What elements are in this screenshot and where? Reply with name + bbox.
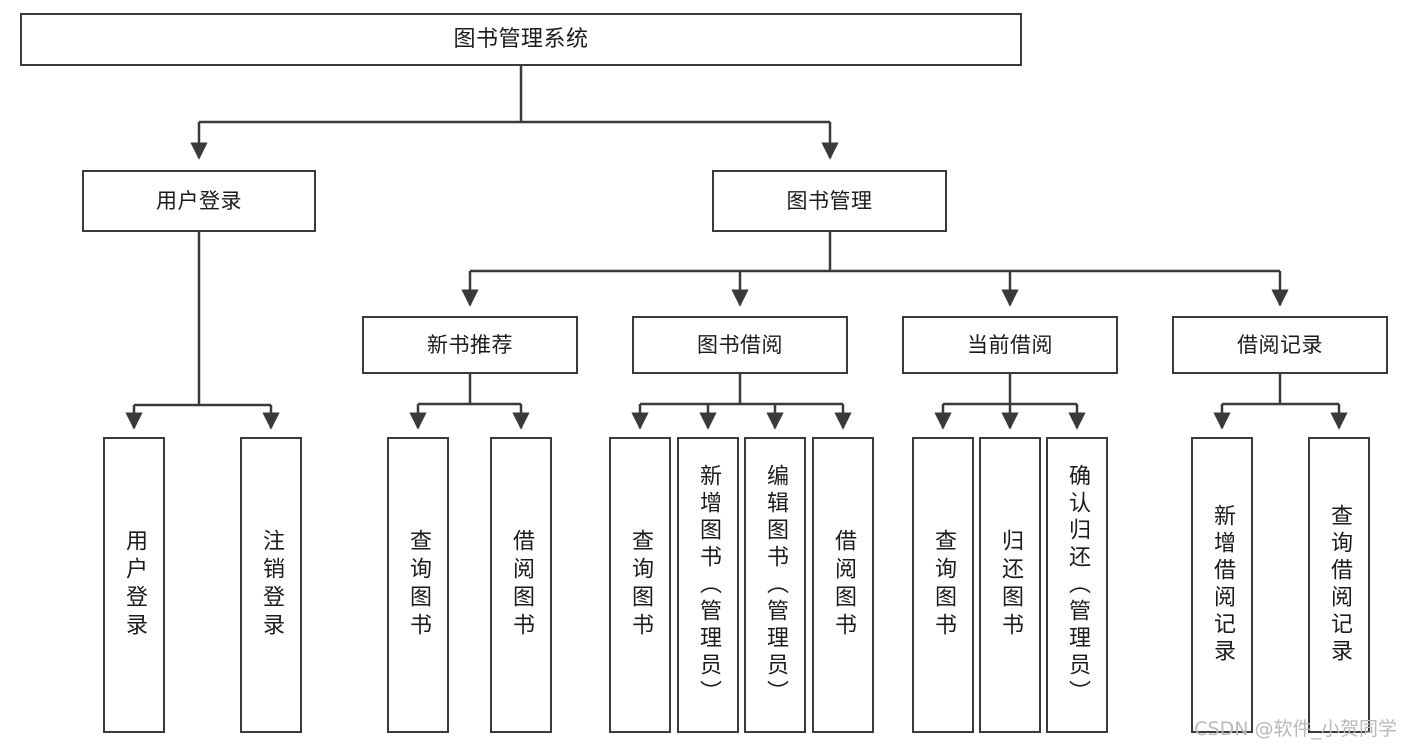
node-leaf-query-book-1[interactable]: 查询图书 bbox=[387, 437, 449, 733]
node-label: 用户登录 bbox=[122, 529, 147, 641]
node-leaf-borrow-book-1[interactable]: 借阅图书 bbox=[490, 437, 552, 733]
node-leaf-query-record[interactable]: 查询借阅记录 bbox=[1308, 437, 1370, 733]
node-book-borrow[interactable]: 图书借阅 bbox=[632, 316, 848, 374]
node-leaf-return-book[interactable]: 归还图书 bbox=[979, 437, 1041, 733]
node-label: 新增图书（管理员） bbox=[696, 463, 721, 707]
node-user-login[interactable]: 用户登录 bbox=[82, 170, 316, 232]
node-label: 图书借阅 bbox=[697, 332, 783, 357]
node-leaf-user-logout[interactable]: 注销登录 bbox=[240, 437, 302, 733]
node-leaf-borrow-book-2[interactable]: 借阅图书 bbox=[812, 437, 874, 733]
csdn-watermark: CSDN @软件_小贺同学 bbox=[1194, 718, 1397, 740]
node-label: 归还图书 bbox=[998, 529, 1023, 641]
node-book-manage[interactable]: 图书管理 bbox=[712, 170, 947, 232]
node-leaf-query-book-3[interactable]: 查询图书 bbox=[912, 437, 974, 733]
node-label: 查询图书 bbox=[628, 529, 653, 641]
node-label: 新增借阅记录 bbox=[1210, 504, 1235, 666]
node-root-system[interactable]: 图书管理系统 bbox=[20, 13, 1022, 66]
node-label: 查询图书 bbox=[931, 529, 956, 641]
node-leaf-add-book[interactable]: 新增图书（管理员） bbox=[677, 437, 739, 733]
node-new-book-recommend[interactable]: 新书推荐 bbox=[362, 316, 578, 374]
node-label: 图书管理系统 bbox=[453, 26, 589, 52]
node-label: 借阅图书 bbox=[831, 529, 856, 641]
node-borrow-record[interactable]: 借阅记录 bbox=[1172, 316, 1388, 374]
node-leaf-query-book-2[interactable]: 查询图书 bbox=[609, 437, 671, 733]
node-label: 确认归还（管理员） bbox=[1065, 463, 1090, 707]
node-current-borrow[interactable]: 当前借阅 bbox=[902, 316, 1118, 374]
node-label: 借阅图书 bbox=[509, 529, 534, 641]
node-leaf-user-login[interactable]: 用户登录 bbox=[103, 437, 165, 733]
node-label: 借阅记录 bbox=[1237, 332, 1323, 357]
node-label: 新书推荐 bbox=[427, 332, 513, 357]
node-label: 用户登录 bbox=[156, 188, 242, 213]
node-label: 注销登录 bbox=[259, 529, 284, 641]
node-label: 查询借阅记录 bbox=[1327, 504, 1352, 666]
node-label: 当前借阅 bbox=[967, 332, 1053, 357]
node-label: 图书管理 bbox=[786, 188, 873, 213]
node-leaf-confirm-return[interactable]: 确认归还（管理员） bbox=[1046, 437, 1108, 733]
node-label: 查询图书 bbox=[406, 529, 431, 641]
node-leaf-edit-book[interactable]: 编辑图书（管理员） bbox=[744, 437, 806, 733]
node-leaf-add-record[interactable]: 新增借阅记录 bbox=[1191, 437, 1253, 733]
node-label: 编辑图书（管理员） bbox=[763, 463, 788, 707]
